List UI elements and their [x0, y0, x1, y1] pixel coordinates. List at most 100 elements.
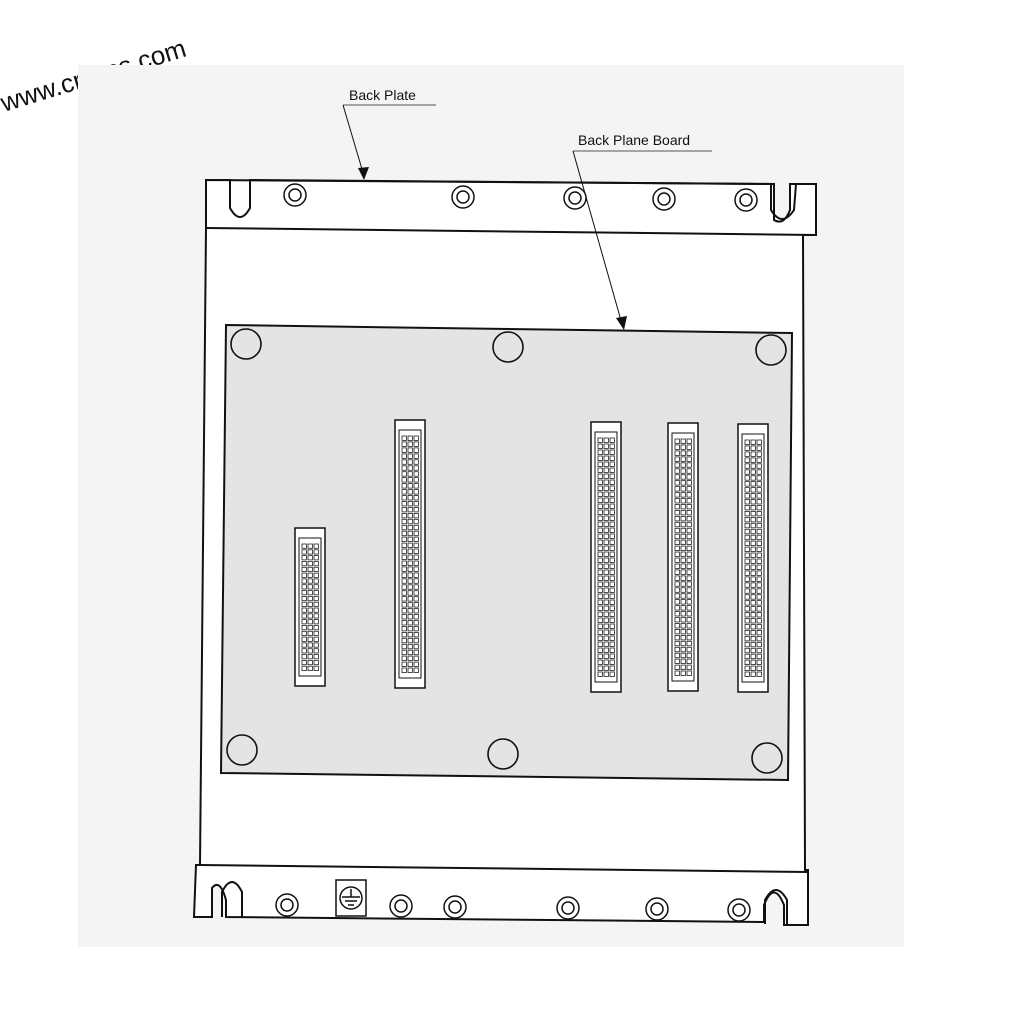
connector-pin	[603, 533, 609, 539]
connector-pin	[597, 569, 603, 575]
board-mounting-holes	[226, 328, 787, 774]
connector-pin	[307, 625, 313, 631]
connector-pin	[609, 629, 615, 635]
connector-pin	[401, 566, 407, 572]
connector-pin	[756, 463, 762, 469]
connector-pin	[680, 670, 686, 676]
connector-pin	[750, 552, 756, 558]
connector-pin	[686, 533, 692, 540]
connector-pin	[750, 600, 756, 606]
connector-pin	[401, 667, 407, 673]
connector-pin	[603, 473, 609, 479]
connector-pin	[407, 530, 413, 537]
connector-pin	[401, 637, 407, 644]
connector-pin	[301, 590, 307, 596]
connector-pin	[603, 485, 609, 491]
connector-pin	[674, 527, 680, 534]
connector-pin	[313, 619, 319, 625]
connector-pin	[750, 510, 756, 517]
connector-pin	[756, 534, 762, 541]
connector-pin	[756, 540, 762, 546]
connector-pin	[307, 619, 313, 625]
connector-pin	[301, 549, 307, 555]
connector-pin	[674, 486, 680, 492]
connector-pin	[674, 521, 680, 528]
connector-pin	[750, 540, 756, 546]
connector-pin	[301, 578, 307, 584]
connector-pin	[744, 504, 750, 511]
connector-pin	[674, 456, 680, 462]
connector-pin	[413, 518, 419, 525]
connector-pin	[674, 581, 680, 587]
connector-pin	[686, 670, 692, 676]
connector-pin	[750, 594, 756, 600]
connector-pin	[686, 474, 692, 480]
connector-pin	[301, 561, 307, 567]
connector-pin	[413, 560, 419, 566]
top-flange-line	[205, 227, 817, 236]
bottom-screws	[275, 893, 751, 922]
connector-pin	[750, 522, 756, 529]
connector-pin	[413, 477, 419, 483]
connector-pin	[307, 566, 313, 572]
connector-pin	[680, 587, 686, 593]
connector-pin	[413, 614, 419, 620]
connector-pin	[744, 659, 750, 665]
connector-pin	[413, 584, 419, 590]
connector-pin	[407, 500, 413, 507]
connector-pin	[301, 654, 307, 660]
connector-pin	[407, 447, 413, 453]
connector-pin	[750, 469, 756, 475]
connector-pin	[603, 605, 609, 611]
connector-pin	[686, 492, 692, 498]
connector-pin	[413, 554, 419, 560]
connector-pin	[744, 624, 750, 630]
connector-pin	[407, 471, 413, 477]
back-plane-board	[219, 323, 794, 782]
connector-pin	[686, 629, 692, 635]
connector-pin	[674, 599, 680, 605]
connector-pin	[407, 655, 413, 661]
connector-pin	[603, 497, 609, 503]
connector-pin	[413, 643, 419, 650]
connector-pin	[301, 660, 307, 666]
connector-pin	[674, 646, 680, 653]
connector-pin	[413, 530, 419, 537]
connector-pin	[301, 584, 307, 590]
connector-pin	[597, 467, 603, 473]
connector-pin	[744, 558, 750, 564]
connector-pin	[680, 468, 686, 474]
connector-pin	[674, 640, 680, 647]
connector-pin	[597, 635, 603, 641]
mounting-hole-icon	[226, 734, 258, 766]
connector-pin	[301, 619, 307, 625]
connector-pin	[750, 647, 756, 654]
connector-pin	[609, 569, 615, 575]
connector-pin	[750, 653, 756, 660]
connector-pin	[756, 653, 762, 660]
connector-pin	[597, 563, 603, 569]
connector-pin	[680, 563, 686, 569]
connector-pin	[413, 637, 419, 644]
connector-pin	[597, 647, 603, 653]
connector-pin	[674, 569, 680, 575]
connector-pin	[597, 629, 603, 635]
connector-pin	[413, 578, 419, 584]
mounting-screw-icon	[451, 185, 475, 209]
connector-pin	[603, 449, 609, 455]
connector-pin	[401, 459, 407, 465]
connector-pin	[756, 499, 762, 505]
connector-pin	[301, 625, 307, 631]
bottom-slot-left	[221, 881, 243, 917]
connector-pin	[603, 611, 609, 617]
connector-pin	[756, 594, 762, 600]
connector-pin	[407, 518, 413, 525]
connector-pin	[301, 555, 307, 561]
connector-pin	[307, 654, 313, 660]
connector-slot-2	[394, 419, 426, 689]
connector-pin	[674, 658, 680, 664]
connector-pin	[603, 587, 609, 593]
connector-pin	[301, 566, 307, 572]
connector-pin	[401, 518, 407, 525]
connector-pin	[680, 605, 686, 611]
